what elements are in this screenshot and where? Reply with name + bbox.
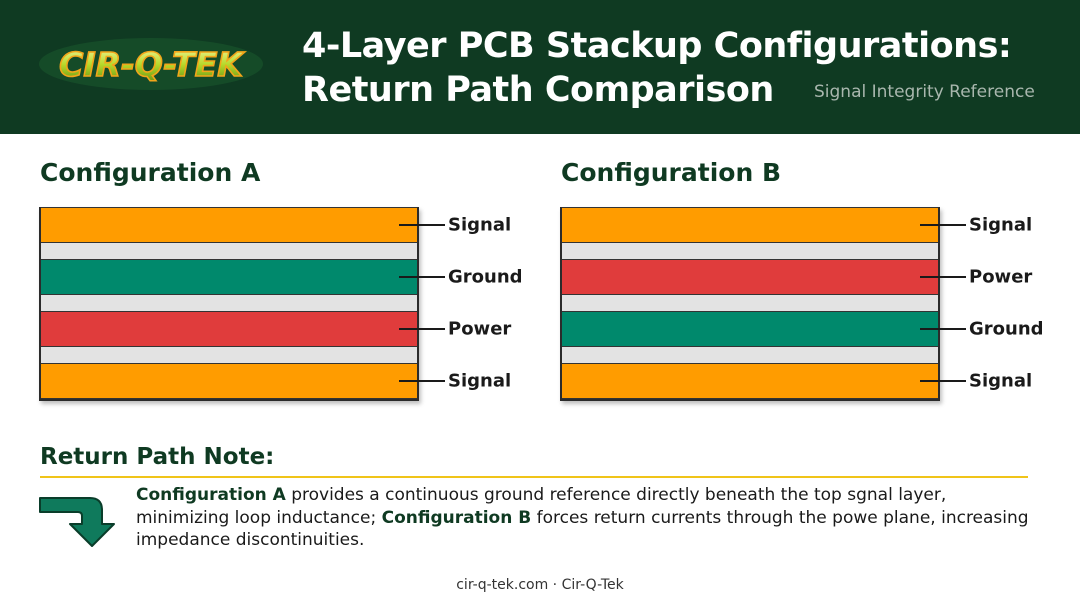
note-text: Configuration A provides a continuous gr… bbox=[136, 484, 1036, 552]
subtitle: Signal Integrity Reference bbox=[814, 82, 1035, 102]
svg-text:CIR-Q-TEK: CIR-Q-TEK bbox=[59, 45, 245, 84]
config-a-layer-label-3: Power bbox=[448, 318, 512, 340]
config-b-layer-2-power bbox=[562, 259, 938, 295]
config-b-title: Configuration B bbox=[561, 158, 781, 187]
config-a-leader-line-4 bbox=[399, 380, 445, 382]
config-a-layer-label-1: Signal bbox=[448, 214, 512, 236]
page-title: 4-Layer PCB Stackup Configurations: Retu… bbox=[302, 24, 1012, 112]
config-b-layer-label-1: Signal bbox=[969, 214, 1033, 236]
note-text-1: provides a continuous ground reference d… bbox=[136, 485, 947, 528]
note-config-a: Configuration A bbox=[136, 485, 286, 505]
note-title: Return Path Note: bbox=[40, 444, 275, 470]
config-a-title: Configuration A bbox=[40, 158, 261, 187]
footer: cir-q-tek.com · Cir-Q-Tek bbox=[456, 577, 624, 593]
config-b-layer-label-4: Signal bbox=[969, 370, 1033, 392]
note-config-b: Configuration B bbox=[381, 507, 532, 528]
title-line-1: 4-Layer PCB Stackup Configurations: bbox=[302, 26, 1012, 66]
header-banner: CIR-Q-TEK 4-Layer PCB Stackup Configurat… bbox=[0, 0, 1080, 134]
config-a-layer-label-2: Ground bbox=[448, 266, 523, 288]
config-b-leader-line-1 bbox=[920, 224, 966, 226]
cir-q-tek-logo: CIR-Q-TEK bbox=[39, 38, 263, 90]
config-b-leader-line-3 bbox=[920, 328, 966, 330]
config-b-stackup bbox=[560, 207, 940, 401]
config-b-layer-label-2: Power bbox=[969, 266, 1033, 288]
config-a-layer-2-ground bbox=[41, 259, 417, 295]
config-a-layer-label-4: Signal bbox=[448, 370, 512, 392]
config-a-layer-3-power bbox=[41, 311, 417, 347]
config-b-layer-4-signal bbox=[562, 363, 938, 399]
config-b-leader-line-4 bbox=[920, 380, 966, 382]
return-arrow-icon bbox=[39, 497, 115, 547]
config-a-layer-1-signal bbox=[41, 207, 417, 243]
config-a-stackup bbox=[39, 207, 419, 401]
config-b-layer-label-3: Ground bbox=[969, 318, 1044, 340]
title-line-2: Return Path Comparison bbox=[302, 70, 774, 110]
config-b-layer-3-ground bbox=[562, 311, 938, 347]
config-b-layer-1-signal bbox=[562, 207, 938, 243]
note-text-2: forces return currents through the powe … bbox=[136, 507, 1029, 551]
config-b-leader-line-2 bbox=[920, 276, 966, 278]
note-divider bbox=[40, 476, 1028, 478]
config-a-leader-line-3 bbox=[399, 328, 445, 330]
config-a-leader-line-2 bbox=[399, 276, 445, 278]
config-a-layer-4-signal bbox=[41, 363, 417, 399]
config-a-leader-line-1 bbox=[399, 224, 445, 226]
